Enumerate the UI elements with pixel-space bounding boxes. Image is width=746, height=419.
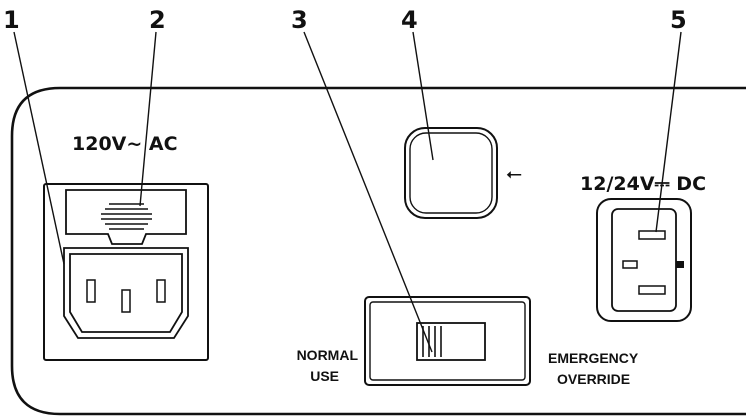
callout-5: 5 — [670, 6, 687, 34]
fuse-holder-icon — [65, 189, 187, 245]
fuse-drawer-grip — [101, 203, 152, 230]
leader-line-1 — [13, 31, 65, 265]
dc-inlet-outer — [596, 198, 692, 322]
callout-3: 3 — [291, 6, 308, 34]
ac-inlet-module — [43, 183, 209, 361]
mode-switch — [364, 296, 531, 386]
ac-module-frame — [43, 183, 209, 361]
ac-inlet-housing — [63, 247, 189, 339]
dc-pin-bottom — [638, 285, 666, 295]
panel-outline — [10, 86, 746, 416]
switch-knob-ridges — [422, 326, 442, 357]
usb-port-inner — [409, 132, 493, 214]
slide-switch-icon — [416, 322, 486, 361]
dc-power-inlet-icon — [611, 208, 677, 312]
switch-label-emergency: EMERGENCY — [548, 350, 639, 366]
callout-1: 1 — [3, 6, 20, 34]
usb-port — [404, 127, 498, 219]
switch-outer-plate — [364, 296, 531, 386]
ac-rating-label: 120V~ AC — [72, 133, 178, 155]
callout-2: 2 — [149, 6, 166, 34]
leader-line-4 — [412, 31, 434, 161]
leader-lines — [13, 31, 682, 353]
ac-pin-left — [86, 279, 96, 303]
usb-icon: ⭠ — [506, 161, 522, 185]
dc-pin-top — [638, 230, 666, 240]
leader-line-2 — [139, 31, 157, 207]
callout-4: 4 — [401, 6, 418, 34]
leader-line-5 — [655, 31, 682, 233]
ac-pin-ground — [121, 289, 131, 313]
switch-label-override: OVERRIDE — [557, 371, 630, 387]
usb-port-outer — [404, 127, 498, 219]
switch-label-use: USE — [310, 368, 339, 384]
dc-rating-label: 12/24V⎓ DC — [580, 173, 706, 195]
leader-line-3 — [303, 31, 433, 353]
switch-inner-plate — [369, 301, 526, 381]
ac-pin-right — [156, 279, 166, 303]
dc-key-tab — [676, 261, 684, 268]
switch-label-normal: NORMAL — [297, 347, 359, 363]
iec-c14-inlet-icon — [69, 253, 183, 333]
dc-inlet-module — [596, 198, 692, 322]
dc-pin-left — [622, 260, 638, 269]
